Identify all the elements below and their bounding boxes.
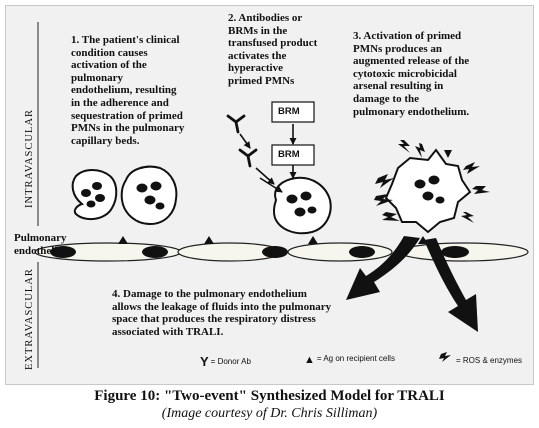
step-1-text: 1. The patient's clinical condition caus… [71, 34, 185, 147]
brm-label: BRM [278, 106, 300, 117]
ros-legend-icon [439, 352, 451, 362]
step-2-text: 2. Antibodies or BRMs in the transfused … [228, 12, 318, 87]
legend-symbols [439, 352, 451, 362]
antigen-legend-icon: ▲ [304, 354, 315, 366]
degranulating-pmn [384, 148, 472, 234]
intravascular-label: INTRAVASCULAR [24, 109, 35, 208]
donor-antibodies [226, 114, 258, 168]
endothelial-cell [287, 242, 393, 262]
figure-caption: Figure 10: "Two-event" Synthesized Model… [94, 388, 445, 404]
activated-pmn [272, 176, 332, 235]
endothelial-nuclei [50, 246, 469, 258]
extravascular-label: EXTRAVASCULAR [24, 268, 35, 370]
legend-antigen: ▲= Ag on recipient cells [304, 354, 395, 366]
primed-pmn [71, 169, 118, 221]
activation-arrows [239, 124, 297, 193]
primed-pmn [120, 165, 178, 226]
step-4-text: 4. Damage to the pulmonary endothelium a… [112, 288, 332, 338]
endothelium-label: Pulmonary endothelium [14, 232, 73, 257]
brm-label: BRM [278, 149, 300, 160]
antibody-legend-icon: Y [200, 354, 209, 369]
step-3-text: 3. Activation of primed PMNs produces an… [353, 30, 470, 118]
image-credit: (Image courtesy of Dr. Chris Silliman) [161, 406, 378, 421]
brm-box [271, 101, 315, 123]
brm-box [271, 144, 315, 166]
fluid-leakage-arrows [346, 236, 478, 332]
legend-ros: = ROS & enzymes [456, 356, 523, 365]
ag-on-recipient-cells [118, 236, 428, 244]
legend-donor-ab: Y= Donor Ab [200, 354, 251, 369]
ros-enzyme-bolts [374, 140, 490, 223]
